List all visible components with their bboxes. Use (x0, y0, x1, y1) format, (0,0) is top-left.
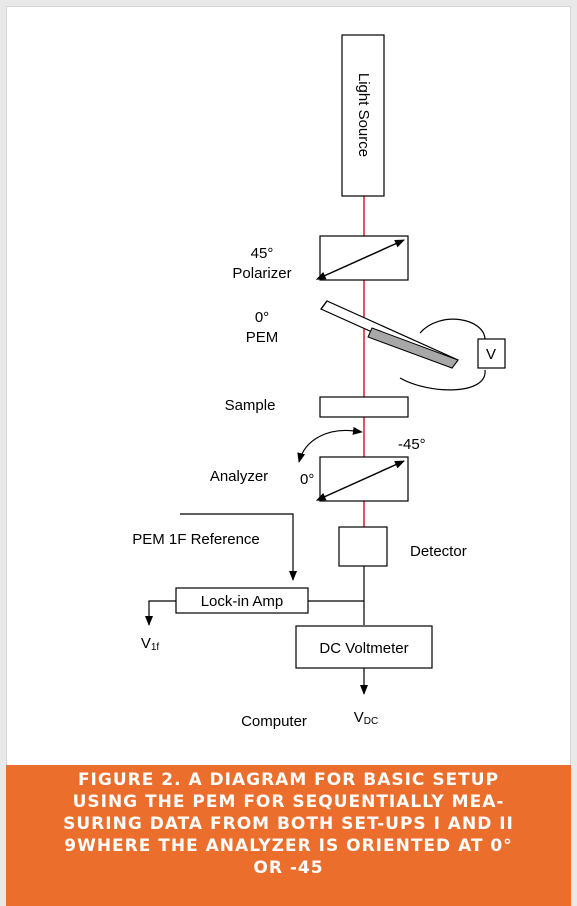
detector-box (338, 526, 388, 567)
caption-line: SURING DATA FROM BOTH SET-UPS I AND II (63, 814, 514, 834)
polarizer-angle-label: 45° (251, 245, 274, 262)
pem-setup-diagram: Light Source 45° Polarizer 0° PEM V Samp… (132, 34, 506, 730)
detector-label: Detector (410, 543, 467, 560)
vdc-sub: DC (364, 716, 378, 727)
analyzer-label: Analyzer (210, 468, 268, 485)
v1f-sub: 1f (151, 642, 160, 653)
figure-frame (6, 6, 571, 906)
pem-reference-wire (180, 513, 297, 581)
lockin-output-wire (145, 600, 176, 626)
lockin-label: Lock-in Amp (201, 593, 284, 610)
voltage-source-box (477, 338, 506, 369)
caption-line: USING THE PEM FOR SEQUENTIALLY MEA- (72, 792, 505, 812)
analyzer-neg45-label: -45° (398, 436, 426, 453)
sample-label: Sample (225, 397, 276, 414)
pem-label: PEM (246, 329, 279, 346)
figure-caption: FIGURE 2. A DIAGRAM FOR BASIC SETUP USIN… (6, 765, 571, 906)
pem-element (320, 300, 459, 369)
pem-reference-label: PEM 1F Reference (132, 531, 260, 548)
computer-label: Computer (241, 713, 307, 730)
dc-voltmeter-box (295, 625, 433, 669)
pem-angle-label: 0° (255, 309, 269, 326)
caption-line: FIGURE 2. A DIAGRAM FOR BASIC SETUP (77, 770, 500, 790)
v1f-main: V (141, 635, 151, 652)
rotation-arrow (297, 426, 363, 463)
vdc-main: V (354, 709, 364, 726)
lockin-box (175, 587, 309, 614)
dc-voltmeter-label: DC Voltmeter (319, 640, 408, 657)
polarizer-axis-arrow (315, 239, 405, 280)
polarizer-label: Polarizer (232, 265, 291, 282)
v1f-label: V1f (141, 635, 160, 653)
analyzer-zero-label: 0° (300, 471, 314, 488)
voltage-source-label: V (486, 346, 496, 363)
vdc-label: VDC (354, 709, 378, 727)
caption-line: 9WHERE THE ANALYZER IS ORIENTED AT 0° (64, 836, 513, 856)
caption-line: OR -45 (253, 858, 324, 878)
analyzer-axis-arrow (315, 460, 405, 501)
light-source-label: Light Source (355, 73, 372, 157)
sample-box (319, 396, 409, 418)
light-source-box (341, 34, 385, 197)
